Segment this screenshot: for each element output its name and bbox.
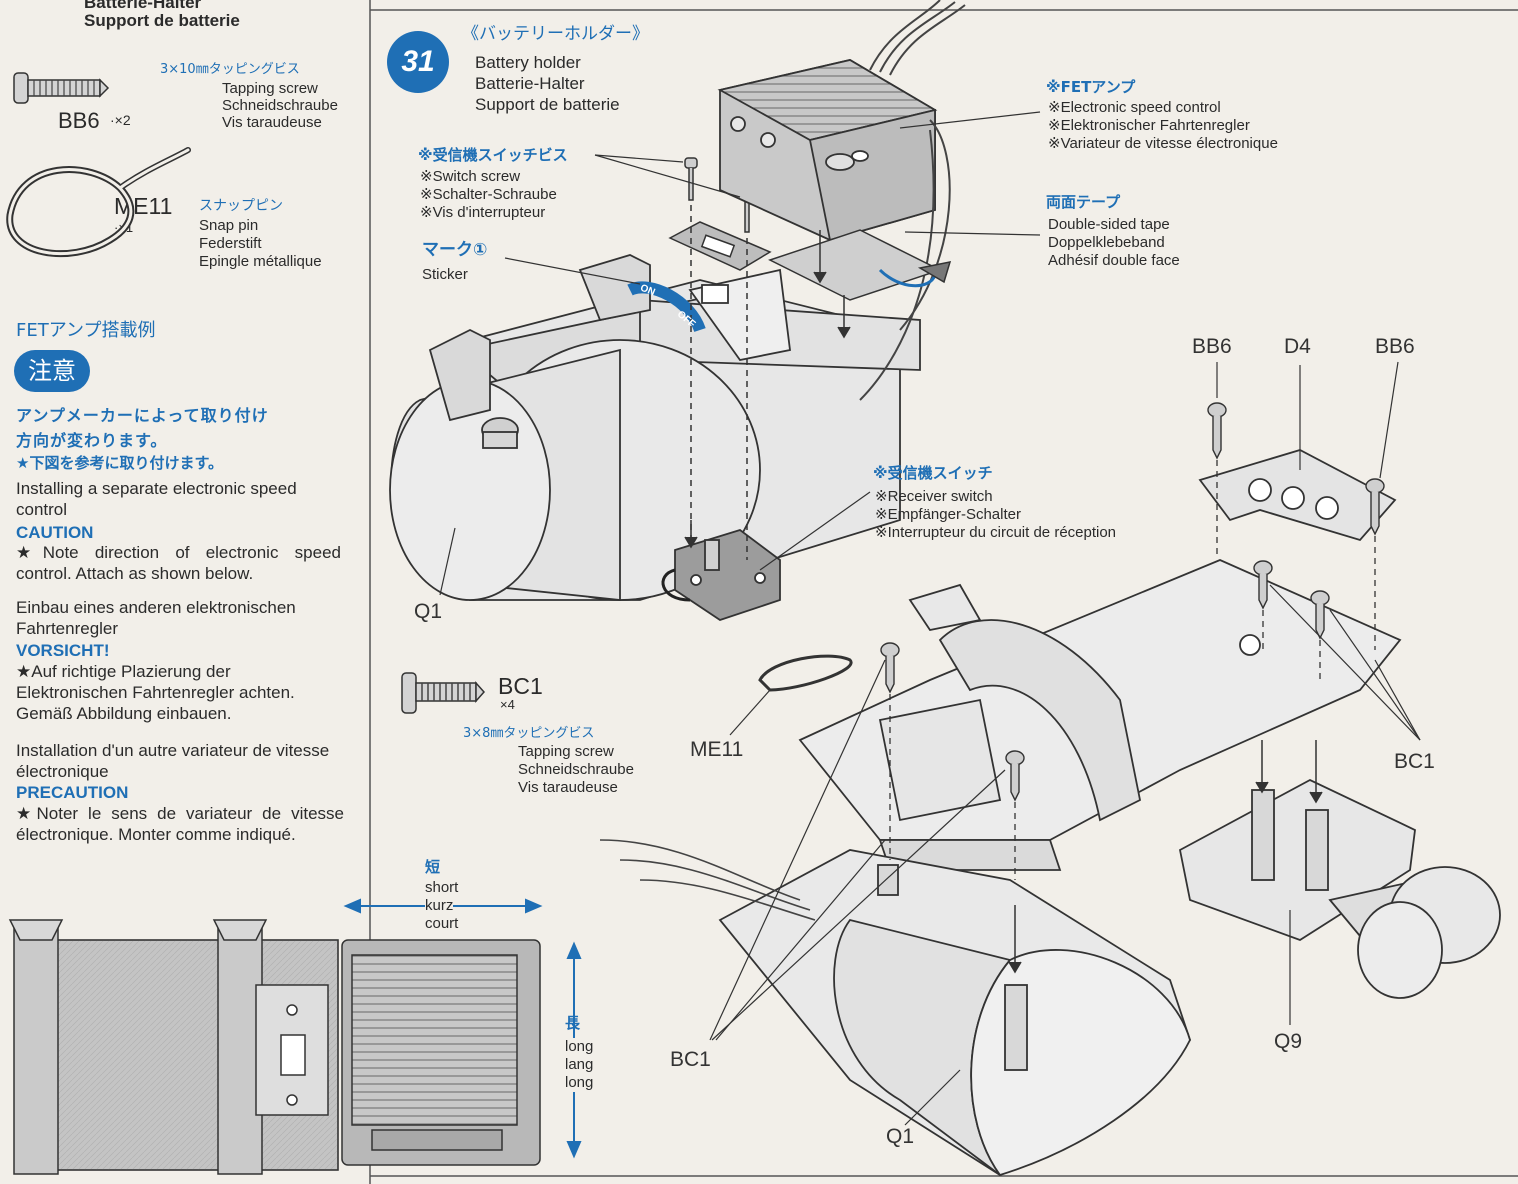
tape-en: Double-sided tape bbox=[1048, 216, 1170, 233]
leader-lines bbox=[439, 111, 1041, 596]
fr-head: PRECAUTION bbox=[16, 783, 129, 802]
dim-short-de: kurz bbox=[425, 897, 454, 915]
label-me11: ME11 bbox=[690, 738, 744, 761]
receiver-switch-drawing bbox=[661, 529, 781, 621]
fet-title: FETアンプ搭載例 bbox=[16, 320, 156, 341]
de-head: VORSICHT! bbox=[16, 641, 110, 660]
tape-jp: 両面テープ bbox=[1046, 193, 1121, 211]
bc1-qty: ×4 bbox=[500, 697, 515, 712]
bb6-de: Schneidschraube bbox=[222, 97, 338, 114]
step-title-en: Battery holder bbox=[475, 53, 581, 72]
esc-mount-example bbox=[8, 919, 541, 1175]
bb6-code: BB6 bbox=[58, 108, 100, 133]
jp-note-3: ★下図を参考に取り付けます。 bbox=[16, 454, 223, 472]
me11-snap-pin-icon bbox=[6, 147, 191, 258]
step-number: 31 bbox=[401, 45, 435, 78]
mark-jp: マーク① bbox=[422, 240, 488, 260]
dim-short-en: short bbox=[425, 879, 459, 896]
me11-de: Federstift bbox=[199, 235, 262, 252]
header-fr: Support de batterie bbox=[84, 11, 240, 30]
dim-short-jp: 短 bbox=[425, 858, 441, 876]
switch-plate-drawing bbox=[668, 221, 772, 271]
bb6-fr: Vis taraudeuse bbox=[222, 114, 322, 131]
battery-holder-top-drawing bbox=[389, 254, 921, 601]
bc1-fr: Vis taraudeuse bbox=[518, 779, 618, 796]
fet-jp: ※FETアンプ bbox=[1046, 78, 1136, 96]
me11-in-chassis bbox=[758, 654, 853, 692]
me11-jp: スナップピン bbox=[199, 198, 283, 214]
bb6-screw-icon bbox=[13, 72, 110, 104]
bb6-en: Tapping screw bbox=[222, 80, 318, 97]
dim-long-en: long bbox=[565, 1038, 594, 1056]
tape-de: Doppelklebeband bbox=[1048, 234, 1165, 251]
step-title-fr: Support de batterie bbox=[475, 95, 620, 114]
bb6-jp: 3×10㎜タッピングビス bbox=[160, 62, 300, 77]
label-bb6-right: BB6 bbox=[1375, 335, 1415, 358]
switch-screw-de: ※Schalter-Schraube bbox=[420, 186, 557, 203]
fr-body: ★Noter le sens de variateur de vitesse é… bbox=[16, 804, 344, 844]
label-q1-bottom: Q1 bbox=[886, 1125, 915, 1148]
de-body: ★Auf richtige Plazierung der Elektronisc… bbox=[16, 662, 295, 723]
receiver-switch-fr: ※Interrupteur du circuit de réception bbox=[875, 524, 1117, 541]
en-intro: Installing a separate electronic speed c… bbox=[16, 479, 297, 519]
label-d4: D4 bbox=[1284, 335, 1311, 358]
mark-en: Sticker bbox=[422, 266, 468, 283]
me11-en: Snap pin bbox=[199, 217, 259, 234]
leader-lines-bottom bbox=[709, 361, 1421, 1126]
bc1-code: BC1 bbox=[498, 673, 543, 699]
fr-intro: Installation d'un autre variateur de vit… bbox=[16, 741, 330, 781]
bc1-jp: 3×8㎜タッピングビス bbox=[463, 726, 595, 741]
receiver-switch-en: ※Receiver switch bbox=[875, 488, 993, 505]
guide-lines-top bbox=[690, 205, 748, 560]
bc1-de: Schneidschraube bbox=[518, 761, 634, 778]
tape-fr: Adhésif double face bbox=[1048, 252, 1180, 269]
jp-note-1: アンプメーカーによって取り付け bbox=[16, 406, 269, 425]
bc1-screw-icon bbox=[401, 672, 486, 714]
chassis-drawing bbox=[798, 449, 1501, 999]
double-sided-tape-drawing bbox=[768, 229, 952, 301]
step-title-de: Batterie-Halter bbox=[475, 74, 585, 93]
dim-short-fr: court bbox=[425, 915, 459, 932]
step-badge bbox=[387, 31, 449, 93]
battery-holder-bottom-drawing bbox=[599, 839, 1192, 1177]
en-body: ★Note direction of electronic speed cont… bbox=[16, 543, 341, 583]
en-head: CAUTION bbox=[16, 523, 94, 542]
header-de: Batterie-Halter bbox=[84, 0, 202, 12]
switch-screw-fr: ※Vis d'interrupteur bbox=[420, 204, 546, 221]
fet-fr: ※Variateur de vitesse électronique bbox=[1048, 135, 1278, 152]
receiver-switch-jp: ※受信機スイッチ bbox=[873, 464, 993, 482]
fet-en: ※Electronic speed control bbox=[1048, 99, 1221, 116]
esc-drawing bbox=[717, 0, 966, 401]
guide-lines-bottom bbox=[889, 460, 1376, 880]
switch-screw-jp: ※受信機スイッチビス bbox=[418, 146, 568, 164]
label-bb6-left: BB6 bbox=[1192, 335, 1232, 358]
de-intro: Einbau eines anderen elektronischen Fahr… bbox=[16, 598, 296, 638]
label-bc1-bottom: BC1 bbox=[670, 1048, 711, 1071]
me11-fr: Epingle métallique bbox=[199, 253, 322, 270]
label-q1-top: Q1 bbox=[414, 600, 443, 623]
fet-de: ※Elektronischer Fahrtenregler bbox=[1048, 117, 1250, 134]
switch-screw-en: ※Switch screw bbox=[420, 168, 521, 185]
receiver-switch-de: ※Empfänger-Schalter bbox=[875, 506, 1021, 523]
dim-long-jp: 長 bbox=[565, 1014, 581, 1032]
dim-long-de: lang bbox=[565, 1056, 594, 1074]
chassis-screws-drawing bbox=[880, 402, 1385, 802]
caution-badge: 注意 bbox=[14, 350, 90, 392]
label-q9: Q9 bbox=[1274, 1030, 1303, 1053]
dim-long-fr: long bbox=[565, 1074, 594, 1092]
bc1-en: Tapping screw bbox=[518, 743, 614, 760]
bb6-qty: ·×2 bbox=[110, 112, 131, 128]
label-bc1-right: BC1 bbox=[1394, 750, 1435, 773]
step-title-jp: 《バッテリーホルダー》 bbox=[462, 24, 649, 44]
jp-note-2: 方向が変わります。 bbox=[16, 431, 168, 450]
